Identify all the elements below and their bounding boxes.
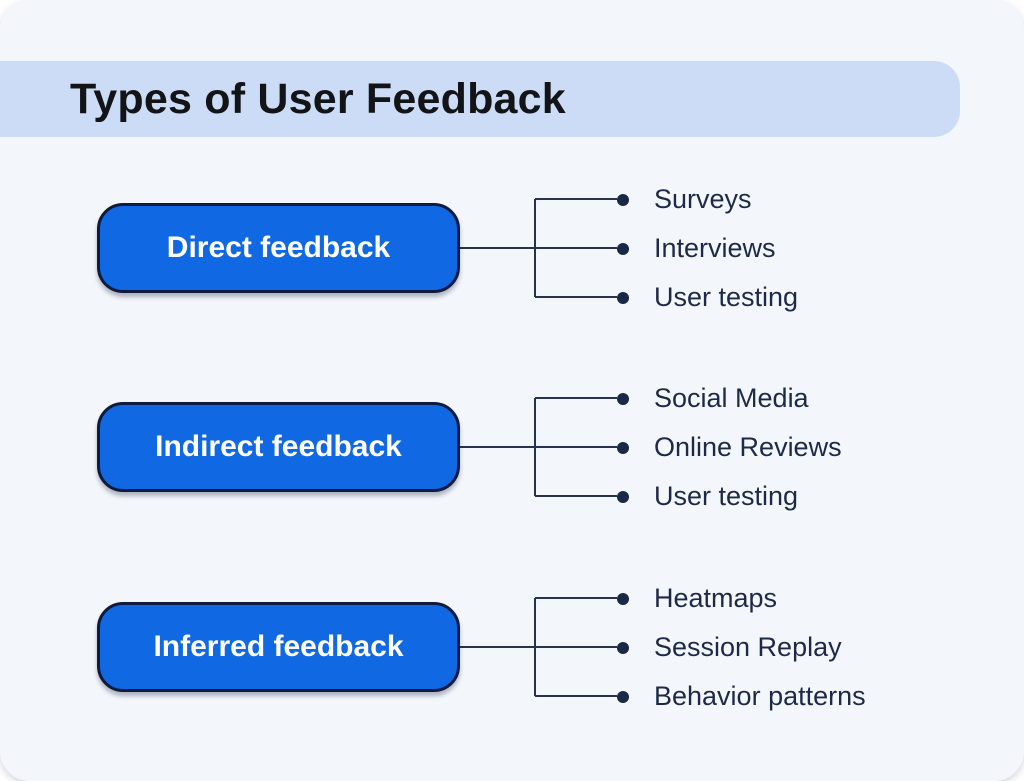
bullet-icon	[617, 441, 629, 454]
bullet-icon	[617, 193, 629, 206]
list-item: Behavior patterns	[617, 672, 866, 721]
list-item: Surveys	[617, 175, 798, 224]
item-label: Social Media	[654, 383, 809, 413]
bullet-icon	[617, 641, 629, 654]
indirect-feedback-node: Indirect feedback	[97, 402, 460, 492]
item-label: Surveys	[654, 184, 752, 214]
list-item: Online Reviews	[617, 423, 842, 472]
bullet-icon	[617, 490, 629, 503]
list-item: User testing	[617, 273, 798, 322]
direct-feedback-node: Direct feedback	[97, 203, 460, 293]
page-title: Types of User Feedback	[70, 74, 566, 123]
inferred-feedback-label: Inferred feedback	[153, 630, 404, 663]
bullet-icon	[617, 242, 629, 255]
item-label: Behavior patterns	[654, 681, 866, 711]
list-item: Heatmaps	[617, 574, 866, 623]
list-item: User testing	[617, 472, 842, 521]
bullet-icon	[617, 592, 629, 605]
inferred-feedback-node: Inferred feedback	[97, 602, 460, 692]
item-label: Heatmaps	[654, 583, 778, 613]
list-item: Social Media	[617, 374, 842, 423]
bullet-icon	[617, 690, 629, 703]
list-item: Interviews	[617, 224, 798, 273]
item-label: User testing	[654, 282, 799, 312]
item-label: Session Replay	[654, 632, 842, 662]
item-label: Interviews	[654, 233, 776, 263]
item-label: User testing	[654, 481, 799, 511]
bullet-icon	[617, 291, 629, 304]
item-label: Online Reviews	[654, 432, 842, 462]
direct-feedback-items: Surveys Interviews User testing	[617, 175, 798, 322]
list-item: Session Replay	[617, 623, 866, 672]
indirect-feedback-items: Social Media Online Reviews User testing	[617, 374, 842, 521]
inferred-feedback-items: Heatmaps Session Replay Behavior pattern…	[617, 574, 866, 721]
bullet-icon	[617, 392, 629, 405]
title-band: Types of User Feedback	[0, 61, 960, 137]
direct-feedback-label: Direct feedback	[166, 231, 391, 264]
indirect-feedback-label: Indirect feedback	[155, 430, 402, 463]
